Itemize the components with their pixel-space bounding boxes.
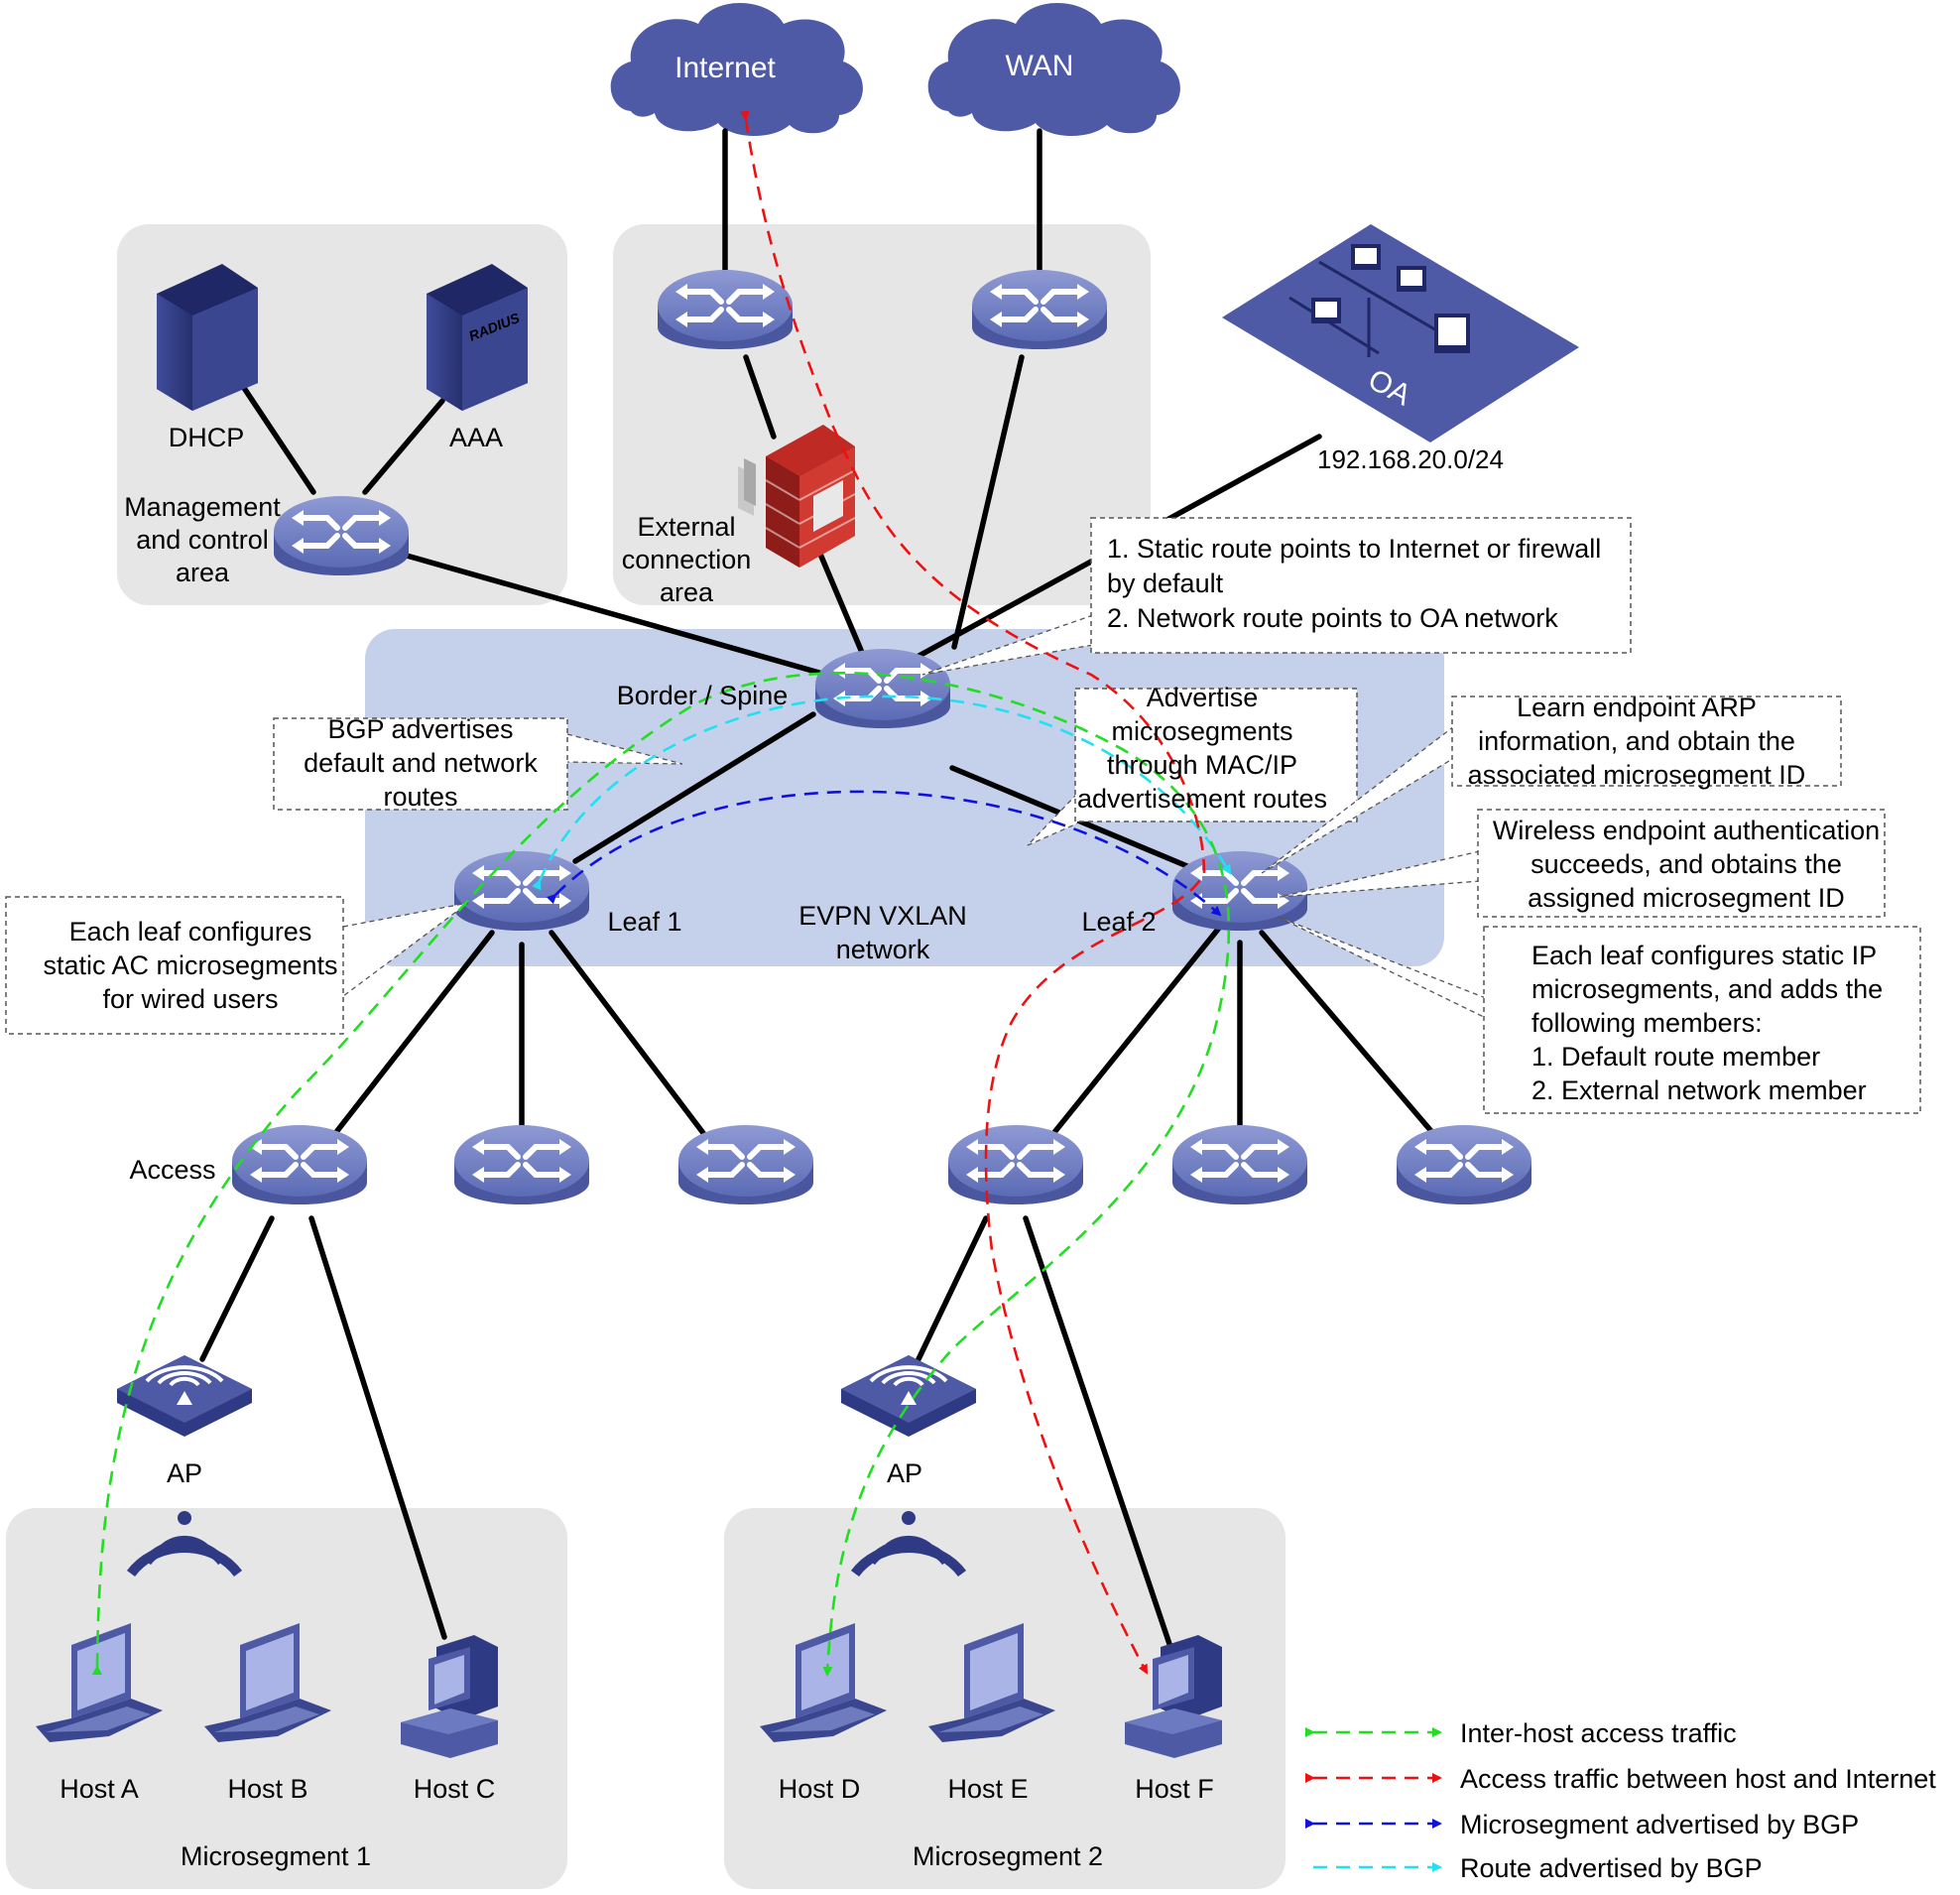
external-area-label: External connection area xyxy=(622,512,752,607)
host-e-label: Host E xyxy=(947,1774,1028,1804)
host-d-label: Host D xyxy=(779,1774,861,1804)
callout-static-ip xyxy=(1277,916,1921,1114)
flow-internet-red xyxy=(739,110,1206,1675)
callout-learn-arp-text: Learn endpoint ARP information, and obta… xyxy=(1468,693,1806,790)
svg-text:routes: routes xyxy=(383,782,457,812)
callout-static-ip-text: Each leaf configures static IP microsegm… xyxy=(1531,941,1883,1105)
dhcp-label: DHCP xyxy=(169,423,245,452)
legend-item-microsegment: Microsegment advertised by BGP xyxy=(1305,1810,1859,1839)
dhcp-server-icon xyxy=(157,264,258,411)
access-switch-3-icon xyxy=(678,1125,813,1204)
aaa-label: AAA xyxy=(449,423,503,452)
svg-text:associated microsegment ID: associated microsegment ID xyxy=(1468,760,1806,790)
management-switch-icon xyxy=(274,496,409,575)
radius-server-icon: RADIUS xyxy=(427,264,528,411)
callout-static-route-text: 1. Static route points to Internet or fi… xyxy=(1107,534,1601,633)
wan-cloud-icon xyxy=(927,2,1180,137)
wan-label: WAN xyxy=(1006,50,1074,82)
internet-cloud-icon xyxy=(610,2,863,137)
svg-text:Route advertised by BGP: Route advertised by BGP xyxy=(1460,1853,1763,1883)
svg-text:default and network: default and network xyxy=(304,748,538,778)
leaf1-switch-icon xyxy=(454,851,589,931)
svg-text:for wired users: for wired users xyxy=(102,984,278,1014)
ap-right-icon xyxy=(839,1353,978,1439)
leaf2-label: Leaf 2 xyxy=(1081,907,1156,937)
svg-text:Inter-host access traffic: Inter-host access traffic xyxy=(1460,1718,1737,1748)
svg-text:2. External network member: 2. External network member xyxy=(1531,1075,1867,1105)
oa-subnet-label: 192.168.20.0/24 xyxy=(1317,444,1504,474)
svg-text:through MAC/IP: through MAC/IP xyxy=(1107,750,1297,780)
traffic-flows xyxy=(91,110,1232,1677)
leaf1-label: Leaf 1 xyxy=(607,907,681,937)
svg-text:1. Default route member: 1. Default route member xyxy=(1531,1042,1820,1072)
callout-static-ac xyxy=(5,896,469,1035)
callout-static-ac-text: Each leaf configures static AC microsegm… xyxy=(43,917,337,1014)
internet-label: Internet xyxy=(674,52,776,84)
access-switch-4-icon xyxy=(948,1125,1083,1204)
management-area-label: Management and control area xyxy=(124,492,281,587)
spine-label: Border / Spine xyxy=(617,681,789,710)
svg-text:Advertise: Advertise xyxy=(1147,683,1259,712)
callout-advertise-ms-text: Advertise microsegments through MAC/IP a… xyxy=(1077,683,1327,814)
legend: Inter-host access traffic Access traffic… xyxy=(1305,1718,1936,1883)
svg-text:advertisement routes: advertisement routes xyxy=(1077,784,1327,814)
ap-left-label: AP xyxy=(167,1458,202,1488)
callout-bgp-default-text: BGP advertises default and network route… xyxy=(304,714,538,812)
svg-text:static AC microsegments: static AC microsegments xyxy=(43,950,337,980)
host-f-label: Host F xyxy=(1135,1774,1214,1804)
legend-item-inter-host: Inter-host access traffic xyxy=(1305,1718,1737,1748)
evpn-network-label: EVPN VXLAN network xyxy=(798,901,967,964)
svg-text:1. Static route points to Inte: 1. Static route points to Internet or fi… xyxy=(1107,534,1601,564)
svg-text:Wireless endpoint authenticati: Wireless endpoint authentication xyxy=(1493,816,1880,845)
svg-text:Access traffic between host an: Access traffic between host and Internet xyxy=(1460,1764,1936,1794)
svg-text:by default: by default xyxy=(1107,568,1224,598)
svg-text:area: area xyxy=(660,577,714,607)
svg-text:information, and obtain the: information, and obtain the xyxy=(1478,726,1795,756)
svg-text:connection: connection xyxy=(622,545,752,574)
access-label: Access xyxy=(129,1155,215,1185)
legend-item-route: Route advertised by BGP xyxy=(1313,1853,1763,1883)
svg-text:2. Network route points to OA: 2. Network route points to OA network xyxy=(1107,603,1558,633)
svg-text:assigned microsegment ID: assigned microsegment ID xyxy=(1528,883,1845,913)
callout-learn-arp xyxy=(1261,695,1842,874)
leaf2-switch-icon xyxy=(1172,851,1307,931)
svg-text:area: area xyxy=(176,558,230,587)
callout-wireless-auth xyxy=(1279,809,1886,918)
access-switch-1-icon xyxy=(232,1125,367,1204)
legend-item-internet: Access traffic between host and Internet xyxy=(1305,1764,1936,1794)
svg-text:EVPN VXLAN: EVPN VXLAN xyxy=(798,901,967,931)
oa-network-icon xyxy=(1222,224,1579,442)
access-switch-6-icon xyxy=(1397,1125,1531,1204)
internet-router-icon xyxy=(658,270,793,349)
svg-text:Learn endpoint ARP: Learn endpoint ARP xyxy=(1517,693,1757,722)
wan-router-icon xyxy=(972,270,1107,349)
access-switch-5-icon xyxy=(1172,1125,1307,1204)
microsegment-2-label: Microsegment 2 xyxy=(913,1841,1103,1871)
svg-text:succeeds, and obtains the: succeeds, and obtains the xyxy=(1531,849,1842,879)
border-spine-switch-icon xyxy=(815,649,950,728)
svg-text:Microsegment advertised by BGP: Microsegment advertised by BGP xyxy=(1460,1810,1859,1839)
access-switch-2-icon xyxy=(454,1125,589,1204)
svg-text:Management: Management xyxy=(124,492,281,522)
callout-wireless-auth-text: Wireless endpoint authentication succeed… xyxy=(1493,816,1880,913)
svg-text:BGP advertises: BGP advertises xyxy=(327,714,513,744)
svg-text:Each leaf configures static IP: Each leaf configures static IP xyxy=(1531,941,1877,970)
svg-text:and control: and control xyxy=(136,525,269,555)
host-c-label: Host C xyxy=(414,1774,496,1804)
host-a-label: Host A xyxy=(60,1774,139,1804)
svg-text:microsegments, and adds the: microsegments, and adds the xyxy=(1531,974,1883,1004)
svg-text:microsegments: microsegments xyxy=(1111,716,1292,746)
svg-text:network: network xyxy=(836,935,930,964)
svg-text:Each leaf configures: Each leaf configures xyxy=(69,917,312,947)
host-b-label: Host B xyxy=(227,1774,307,1804)
host-labels: Host A Host B Host C Host D Host E Host … xyxy=(60,1774,1214,1804)
ap-right-label: AP xyxy=(887,1458,922,1488)
svg-text:External: External xyxy=(637,512,735,542)
svg-text:following members:: following members: xyxy=(1531,1008,1763,1038)
microsegment-1-label: Microsegment 1 xyxy=(181,1841,371,1871)
